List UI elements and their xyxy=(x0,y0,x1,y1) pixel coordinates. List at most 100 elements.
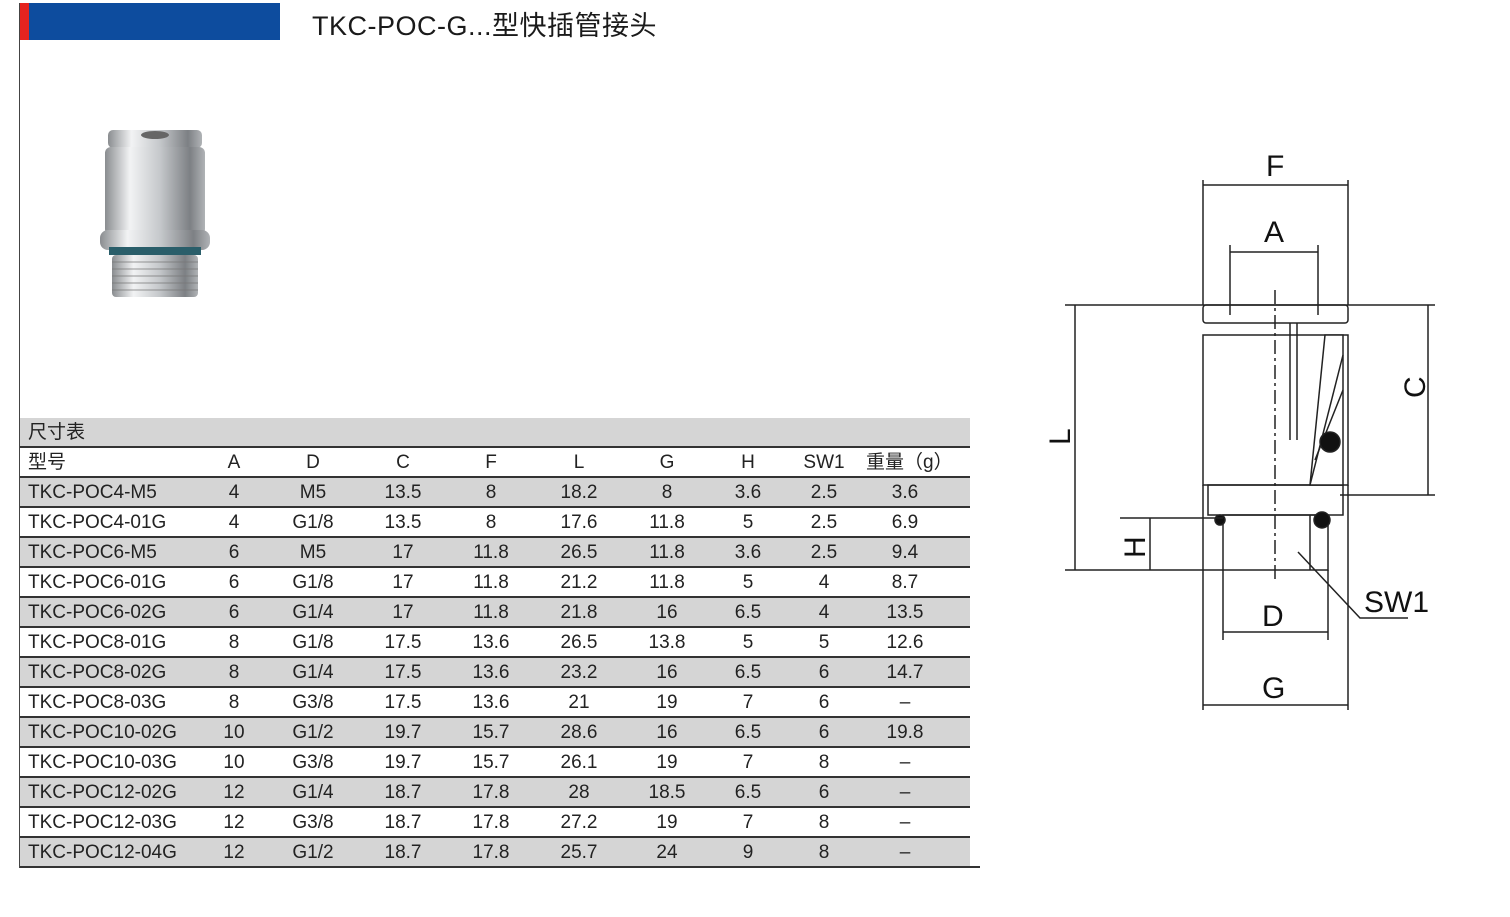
table-cell: 3.6 xyxy=(734,542,762,563)
table-cell: 5 xyxy=(818,632,830,653)
table-cell: 23.2 xyxy=(560,662,598,683)
table-cell: 6 xyxy=(228,572,240,593)
table-cell: 19 xyxy=(656,752,678,773)
label-D: D xyxy=(1262,600,1284,633)
column-header: SW1 xyxy=(803,452,845,473)
model-cell: TKC-POC6-M5 xyxy=(28,542,157,563)
table-cell: 6.9 xyxy=(891,512,919,533)
label-F: F xyxy=(1266,150,1284,183)
table-cell: 19 xyxy=(656,812,678,833)
table-cell: 13.5 xyxy=(384,512,422,533)
table-cell: 8 xyxy=(228,662,240,683)
table-cell: 8 xyxy=(818,752,830,773)
table-cell: 17 xyxy=(392,542,414,563)
table-cell: 11.8 xyxy=(473,602,509,623)
table-cell: 19.8 xyxy=(886,722,924,743)
label-G: G xyxy=(1262,672,1285,705)
table-cell: 7 xyxy=(742,752,754,773)
table-cell: 11.8 xyxy=(649,542,685,563)
table-cell: 4 xyxy=(818,572,830,593)
table-cell: 28.6 xyxy=(560,722,598,743)
model-cell: TKC-POC8-02G xyxy=(28,662,167,683)
table-cell: 6 xyxy=(818,662,830,683)
table-cell: 16 xyxy=(656,602,678,623)
fitting-outline xyxy=(1202,290,1349,580)
model-cell: TKC-POC6-01G xyxy=(28,572,167,593)
table-cell: 15.7 xyxy=(472,722,510,743)
table-cell: 17.8 xyxy=(472,782,510,803)
label-A: A xyxy=(1264,216,1284,249)
label-H: H xyxy=(1119,536,1152,558)
table-cell: 13.6 xyxy=(472,662,510,683)
table-cell: 18.7 xyxy=(384,842,422,863)
table-cell: – xyxy=(899,812,911,833)
table-cell: 3.6 xyxy=(891,482,919,503)
table-cell: 13.6 xyxy=(472,632,510,653)
table-cell: – xyxy=(899,782,911,803)
table-cell: 17.5 xyxy=(384,662,422,683)
product-photo xyxy=(100,130,210,297)
table-cell: G1/8 xyxy=(292,512,334,533)
model-cell: TKC-POC10-02G xyxy=(28,722,177,743)
column-header: 重量（g） xyxy=(866,452,953,473)
column-header: C xyxy=(396,452,410,473)
table-cell: 6.5 xyxy=(734,782,762,803)
table-cell: 2.5 xyxy=(810,482,838,503)
table-cell: 7 xyxy=(742,692,754,713)
table-cell: 13.5 xyxy=(886,602,924,623)
table-cell: 10 xyxy=(223,752,245,773)
column-header: L xyxy=(573,452,585,473)
table-cell: 16 xyxy=(656,722,678,743)
label-L: L xyxy=(1044,428,1077,445)
table-cell: 10 xyxy=(223,722,245,743)
table-cell: 24 xyxy=(656,842,678,863)
table-cell: 8 xyxy=(818,842,830,863)
column-header: G xyxy=(659,452,675,473)
table-cell: 16 xyxy=(656,662,678,683)
table-cell: 17 xyxy=(392,572,414,593)
table-cell: 17.5 xyxy=(384,692,422,713)
table-cell: 19.7 xyxy=(384,722,422,743)
table-cell: 13.5 xyxy=(384,482,422,503)
column-header: H xyxy=(741,452,755,473)
table-cell: 12 xyxy=(223,782,245,803)
table-cell: 26.1 xyxy=(560,752,598,773)
table-cell: 17.5 xyxy=(384,632,422,653)
table-cell: 14.7 xyxy=(886,662,924,683)
table-cell: 26.5 xyxy=(560,542,598,563)
table-cell: 5 xyxy=(742,632,754,653)
table-cell: G3/8 xyxy=(292,752,334,773)
table-cell: G1/8 xyxy=(292,572,334,593)
table-cell: 8 xyxy=(228,632,240,653)
table-cell: 6 xyxy=(228,542,240,563)
technical-drawing: F A C L H D G SW1 xyxy=(1044,150,1435,710)
table-cell: G1/2 xyxy=(292,842,334,863)
label-SW1: SW1 xyxy=(1364,586,1429,619)
model-cell: TKC-POC8-03G xyxy=(28,692,167,713)
table-cell: G3/8 xyxy=(292,692,334,713)
table-cell: G1/4 xyxy=(292,782,334,803)
table-cell: 6.5 xyxy=(734,602,762,623)
table-cell: 12.6 xyxy=(886,632,924,653)
table-cell: 17 xyxy=(392,602,414,623)
table-cell: M5 xyxy=(299,542,327,563)
table-cell: 6 xyxy=(818,692,830,713)
table-cell: 18.7 xyxy=(384,812,422,833)
page-title: TKC-POC-G...型快插管接头 xyxy=(312,11,657,41)
table-cell: 8 xyxy=(818,812,830,833)
table-cell: 28 xyxy=(568,782,590,803)
model-cell: TKC-POC6-02G xyxy=(28,602,167,623)
column-header: D xyxy=(306,452,320,473)
model-cell: TKC-POC12-04G xyxy=(28,842,177,863)
table-cell: 21.8 xyxy=(560,602,598,623)
table-cell: 13.8 xyxy=(648,632,686,653)
